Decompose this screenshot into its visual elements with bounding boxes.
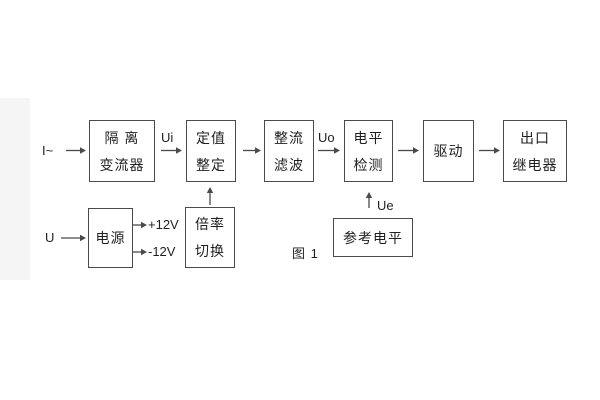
arrow-input-voltage <box>61 234 86 242</box>
block-label: 继电器 <box>512 156 558 173</box>
block-label: 电平 <box>353 129 384 146</box>
input-current-label: I~ <box>42 143 54 158</box>
block-label: 整流 <box>274 129 304 146</box>
block-label: 驱动 <box>433 143 464 159</box>
rail-pos-label: +12V <box>148 217 179 232</box>
arrow-rail-pos <box>133 221 147 229</box>
block-drive: 驱动 <box>423 120 474 182</box>
block-label: 滤波 <box>274 156 304 173</box>
arrow-level-to-drive <box>398 147 419 154</box>
block-output-relay: 出口 继电器 <box>503 120 567 182</box>
block-label: 检测 <box>353 156 384 173</box>
block-ratio-switch: 倍率 切换 <box>185 207 235 268</box>
block-label: 隔 离 <box>104 129 140 146</box>
arrow-ui <box>161 147 182 154</box>
input-voltage-label: U <box>45 230 55 245</box>
block-label: 整定 <box>196 156 226 173</box>
ue-signal-label: Ue <box>377 198 394 213</box>
arrow-ue <box>365 192 373 208</box>
block-rectifier-filter: 整流 滤波 <box>264 120 314 182</box>
arrow-ratio-to-setting <box>206 187 214 205</box>
arrow-rail-neg <box>133 248 147 256</box>
arrow-drive-to-relay <box>479 147 500 154</box>
uo-signal-label: Uo <box>318 130 335 145</box>
block-label: 变流器 <box>99 156 145 173</box>
block-label: 电源 <box>95 230 126 246</box>
arrow-uo <box>318 147 340 154</box>
block-setting-adjust: 定值 整定 <box>186 120 236 182</box>
block-isolation-transformer: 隔 离 变流器 <box>89 120 155 182</box>
arrow-input-current <box>66 147 86 154</box>
block-label: 倍率 <box>195 216 225 232</box>
page-margin-shade <box>0 98 30 280</box>
block-label: 切换 <box>195 243 225 259</box>
block-label: 参考电平 <box>343 229 403 246</box>
block-power-supply: 电源 <box>88 208 133 268</box>
block-level-detect: 电平 检测 <box>344 120 393 182</box>
block-reference-level: 参考电平 <box>333 218 413 257</box>
block-label: 定值 <box>196 129 226 146</box>
figure-caption: 图 1 <box>292 246 319 261</box>
rail-neg-label: -12V <box>148 244 176 259</box>
block-label: 出口 <box>520 129 550 146</box>
arrow-setting-to-rectifier <box>243 147 261 154</box>
ui-signal-label: Ui <box>161 130 174 145</box>
